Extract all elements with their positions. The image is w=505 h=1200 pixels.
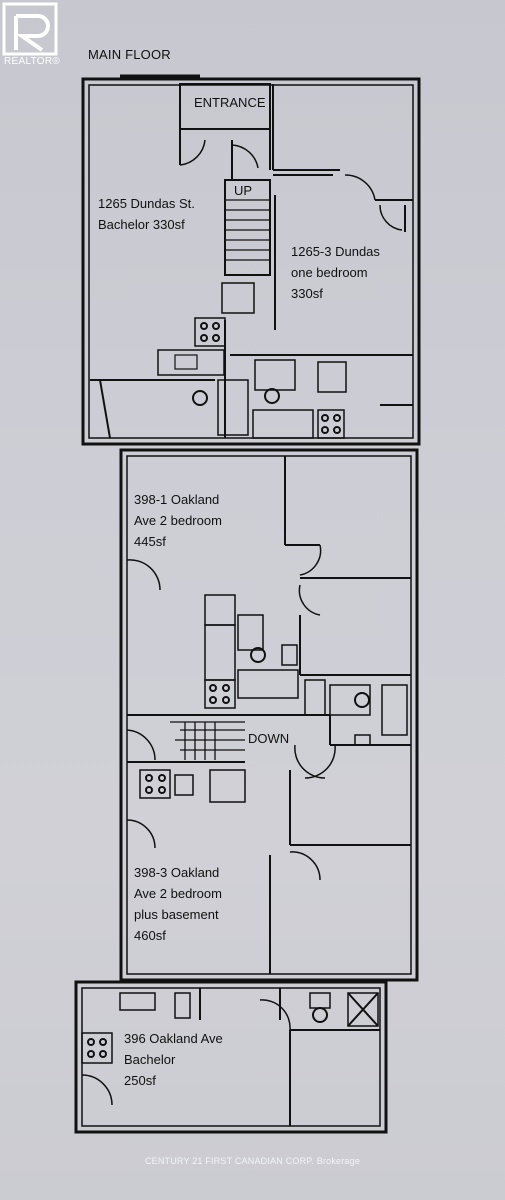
realtor-logo: [2, 2, 60, 70]
unit-line: one bedroom: [291, 265, 368, 280]
page-title: MAIN FLOOR: [88, 47, 171, 62]
unit-line: 396 Oakland Ave: [124, 1031, 223, 1046]
unit-label-398-3-oakland: 398-3 Oakland Ave 2 bedroom plus basemen…: [134, 862, 222, 946]
block-oakland-396: [74, 980, 388, 1134]
realtor-r-icon: [2, 2, 58, 56]
unit-line: 250sf: [124, 1073, 156, 1088]
unit-line: 460sf: [134, 928, 166, 943]
realtor-logo-text: REALTOR®: [4, 56, 61, 67]
unit-line: 398-3 Oakland: [134, 865, 220, 880]
entrance-label: ENTRANCE: [194, 95, 266, 110]
unit-label-1265-3-dundas: 1265-3 Dundas one bedroom 330sf: [291, 241, 380, 304]
unit-line: 330sf: [291, 286, 323, 301]
unit-line: Bachelor: [124, 1052, 176, 1067]
unit-line: Ave 2 bedroom: [134, 886, 222, 901]
block-dundas: [81, 74, 421, 446]
unit-line: 1265 Dundas St.: [98, 196, 195, 211]
unit-line: 445sf: [134, 534, 166, 549]
unit-line: Bachelor 330sf: [98, 217, 185, 232]
stairs-down-label: DOWN: [248, 731, 290, 746]
stairs-up-label: UP: [234, 183, 253, 198]
unit-line: 1265-3 Dundas: [291, 244, 380, 259]
block-oakland-398: [119, 448, 419, 982]
unit-label-396-oakland: 396 Oakland Ave Bachelor 250sf: [124, 1028, 223, 1091]
unit-label-1265-dundas: 1265 Dundas St. Bachelor 330sf: [98, 193, 195, 235]
unit-label-398-1-oakland: 398-1 Oakland Ave 2 bedroom 445sf: [134, 489, 222, 552]
unit-line: 398-1 Oakland: [134, 492, 220, 507]
unit-line: Ave 2 bedroom: [134, 513, 222, 528]
brokerage-watermark: CENTURY 21 FIRST CANADIAN CORP. Brokerag…: [144, 1156, 361, 1166]
unit-line: plus basement: [134, 907, 219, 922]
